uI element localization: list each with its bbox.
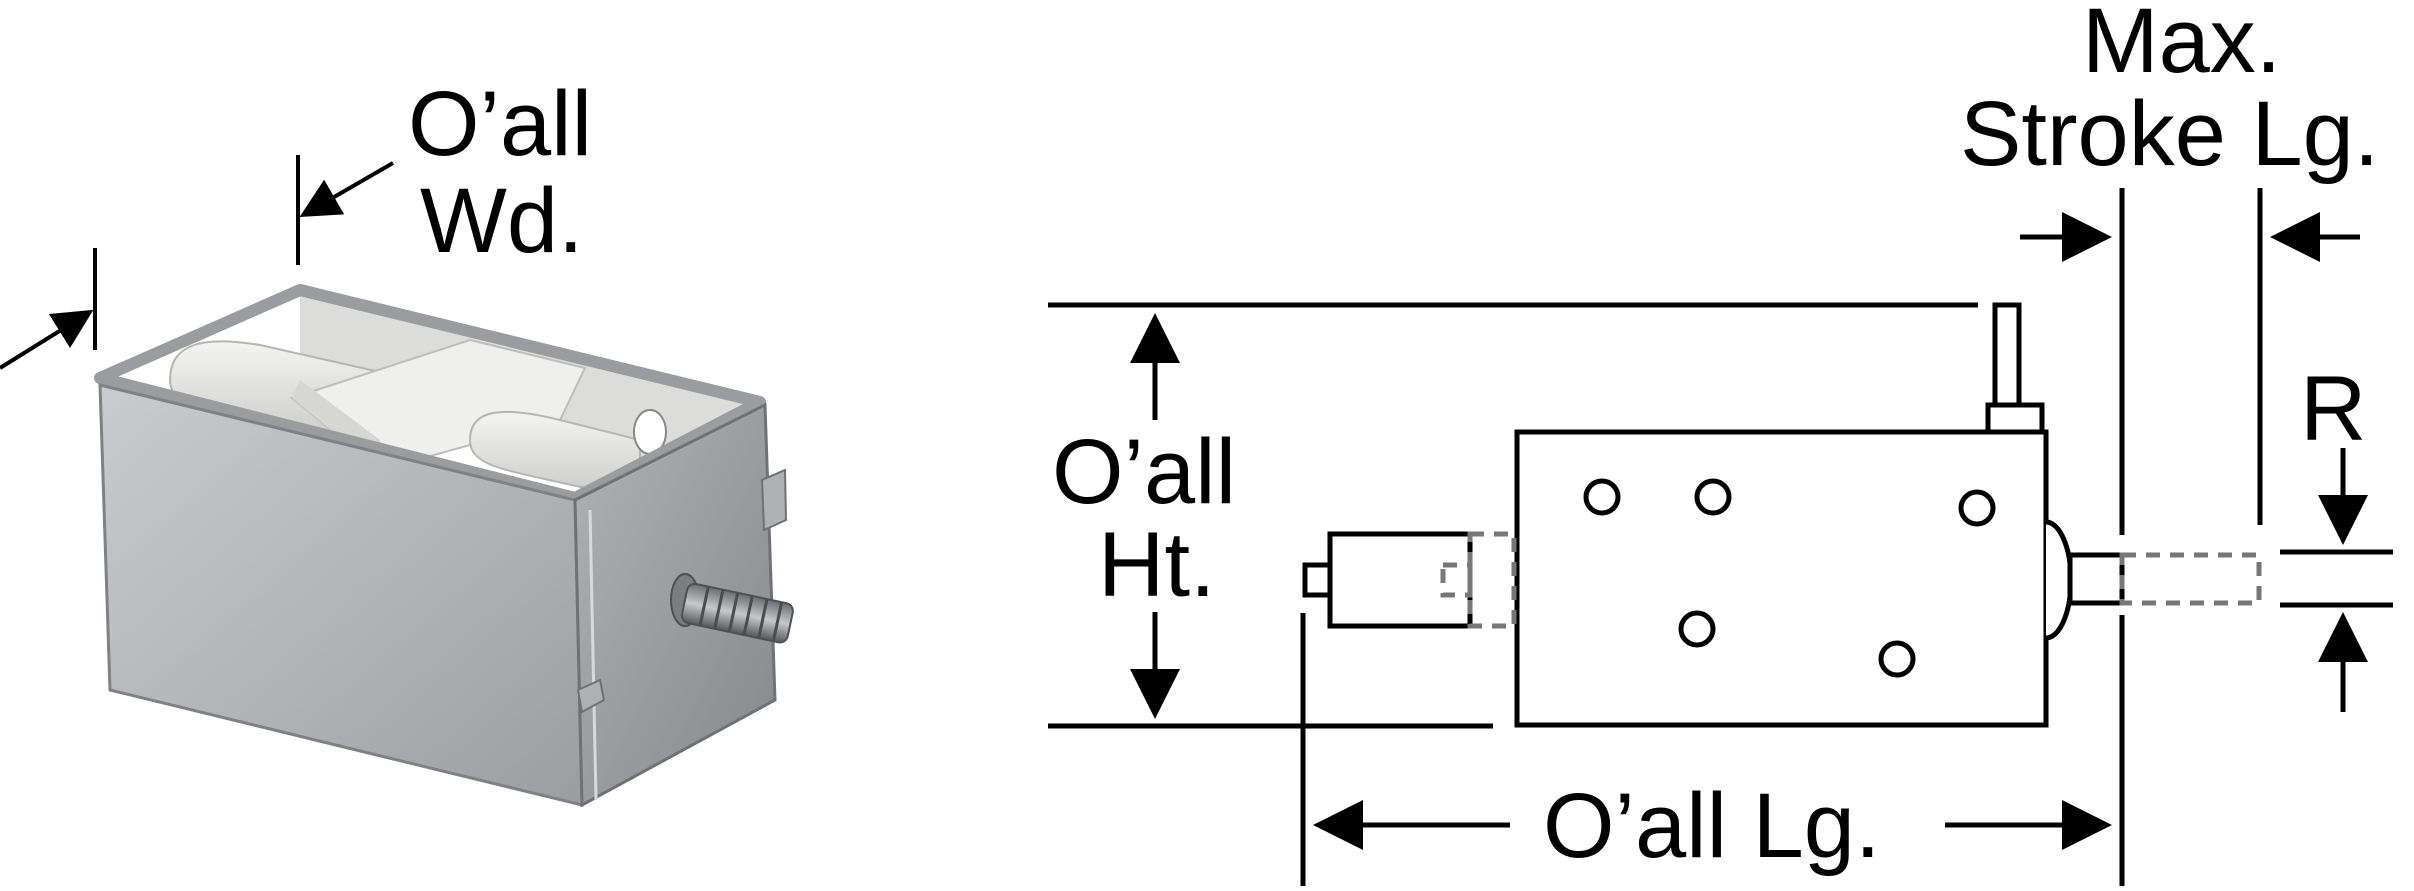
max-stroke-label-line2: Stroke Lg. — [1960, 83, 2379, 185]
mounting-hole — [1678, 610, 1716, 648]
overall-length-label: O’all Lg. — [1543, 775, 1881, 877]
threaded-stud — [670, 573, 794, 644]
mounting-hole — [1583, 478, 1621, 516]
mounting-hole — [1958, 489, 1996, 527]
mounting-hole — [1694, 478, 1732, 516]
mounting-hole — [1878, 640, 1916, 678]
radius-label: R — [2300, 358, 2366, 460]
max-stroke-label-line1: Max. — [2082, 0, 2281, 92]
dimension-drawing — [1048, 188, 2393, 886]
overall-height-label-line2: Ht. — [1098, 514, 1216, 616]
overall-height-label-line1: O’all — [1052, 421, 1236, 523]
solenoid-body-outline — [1514, 429, 2049, 728]
overall-width-label-line1: O’all — [408, 73, 592, 175]
solenoid-illustration — [0, 155, 794, 808]
overall-width-label-line2: Wd. — [420, 170, 584, 272]
hidden-plunger-positions — [1440, 531, 2262, 629]
